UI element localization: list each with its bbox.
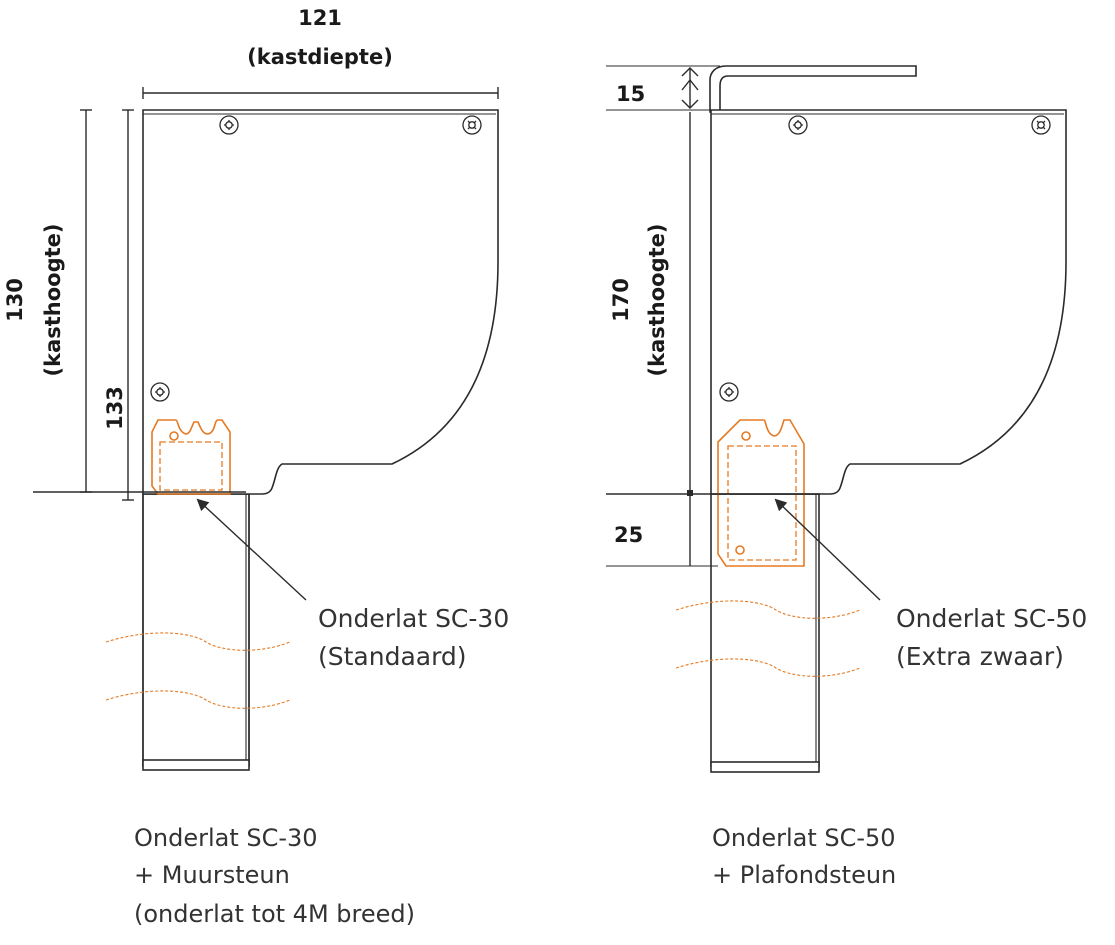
callout-sc30-line1: Onderlat SC-30 [318, 604, 509, 633]
left-rail [142, 493, 250, 771]
right-height-label: (kasthoogte) [645, 224, 669, 377]
bottom-bar-sc30-profile [151, 419, 231, 495]
top-value: 15 [616, 82, 645, 106]
break-wave [105, 690, 291, 709]
caption-left-line1: Onderlat SC-30 [134, 824, 318, 852]
inner-height-value: 133 [103, 386, 127, 430]
right-rail [710, 493, 820, 773]
height-label: (kasthoogte) [41, 224, 65, 377]
left-cassette-drawing [33, 87, 499, 771]
right-height-value: 170 [609, 278, 633, 322]
callout-sc30-line2: (Standaard) [318, 642, 467, 671]
bottom-bar-sc50-profile [717, 419, 805, 567]
caption-right-line1: Onderlat SC-50 [712, 824, 896, 852]
callout-sc50-line1: Onderlat SC-50 [896, 604, 1087, 633]
dimension-width-121 [142, 87, 499, 99]
bottom-value: 25 [614, 523, 643, 547]
left-cassette-body [142, 109, 499, 495]
caption-right-line2: + Plafondsteun [712, 861, 896, 889]
screw-icon [219, 115, 239, 135]
callout-arrow-sc30 [196, 498, 307, 601]
dimension-25 [606, 496, 718, 567]
ceiling-bracket [709, 65, 917, 113]
screw-icon [719, 382, 739, 402]
dimension-15 [606, 65, 720, 109]
break-wave [105, 632, 291, 651]
dimension-height-170 [606, 109, 711, 496]
screw-icon [462, 115, 482, 135]
height-value: 130 [3, 278, 27, 322]
screw-icon [1031, 115, 1051, 135]
break-wave [675, 600, 861, 619]
callout-arrow-sc50 [774, 498, 881, 601]
right-cassette-body [710, 109, 1067, 495]
screw-icon [150, 382, 170, 402]
width-label: (kastdiepte) [247, 45, 393, 69]
caption-left-line3: (onderlat tot 4M breed) [134, 900, 415, 928]
callout-sc50-line2: (Extra zwaar) [896, 642, 1064, 671]
width-value: 121 [298, 6, 342, 30]
caption-left-line2: + Muursteun [134, 861, 290, 889]
dimension-height-130 [80, 109, 92, 493]
screw-icon [788, 115, 808, 135]
dimension-height-133 [122, 109, 134, 501]
break-wave [675, 658, 861, 677]
right-cassette-drawing [606, 65, 1067, 773]
